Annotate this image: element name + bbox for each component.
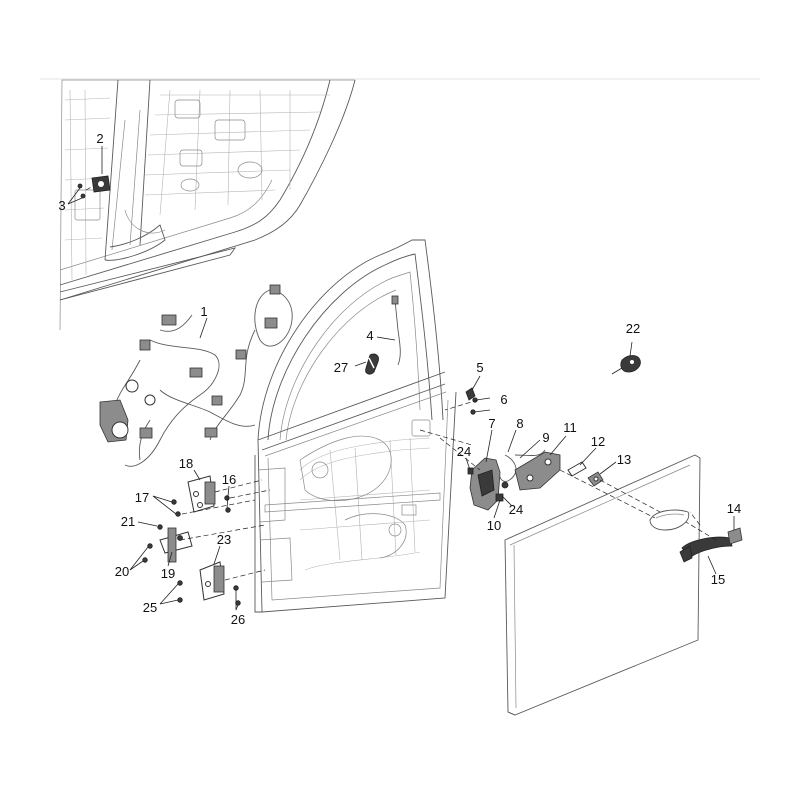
callout-9: 9: [542, 430, 549, 445]
callout-14: 14: [727, 501, 741, 516]
callout-19: 19: [161, 566, 175, 581]
callout-24-right: 24: [509, 502, 523, 517]
lower-hinge-23: [199, 561, 225, 601]
callout-18: 18: [179, 456, 193, 471]
callout-22: 22: [626, 321, 640, 336]
callout-2: 2: [96, 131, 103, 146]
callout-1: 1: [200, 304, 207, 319]
callout-21: 21: [121, 514, 135, 529]
outside-handle-frame-11: [514, 451, 561, 491]
key-fob-22: [611, 355, 641, 375]
callout-20: 20: [115, 564, 129, 579]
gasket-12: [567, 461, 587, 477]
callout-24-left: 24: [457, 444, 471, 459]
outer-door-panel: [504, 454, 701, 716]
door-check-19: [159, 527, 193, 563]
handle-cap-14: [727, 527, 743, 545]
leader-lines: [67, 146, 735, 611]
callout-6: 6: [500, 392, 507, 407]
callout-26: 26: [231, 612, 245, 627]
wiring-harness: [99, 284, 293, 467]
callout-17: 17: [135, 490, 149, 505]
lock-rod: [391, 295, 401, 366]
outside-handle-15: [679, 536, 733, 563]
callout-3: 3: [58, 198, 65, 213]
door-frame: [254, 239, 457, 613]
callout-5: 5: [476, 360, 483, 375]
hinge-bolts: [77, 183, 241, 606]
callout-15: 15: [711, 572, 725, 587]
lock-cylinder-13: [587, 471, 604, 487]
vehicle-body-shell: [59, 79, 356, 331]
callout-27: 27: [334, 360, 348, 375]
top-divider: [40, 78, 760, 80]
latch-cable-8-9: [499, 449, 546, 482]
callout-labels: 1 2 3 4 5 6 7 8 9 10 11 12 13 14 15 16 1…: [58, 131, 741, 627]
callout-12: 12: [591, 434, 605, 449]
callout-7: 7: [488, 416, 495, 431]
upper-hinge-18: [187, 475, 216, 513]
assembly-lines: [85, 184, 717, 581]
callout-13: 13: [617, 452, 631, 467]
grommet-27: [365, 353, 379, 375]
fasteners-5-6: [465, 387, 491, 415]
callout-23: 23: [217, 532, 231, 547]
callout-11: 11: [563, 420, 577, 435]
callout-4: 4: [366, 328, 373, 343]
callout-25: 25: [143, 600, 157, 615]
callout-8: 8: [516, 416, 523, 431]
callout-16: 16: [222, 472, 236, 487]
callout-10: 10: [487, 518, 501, 533]
